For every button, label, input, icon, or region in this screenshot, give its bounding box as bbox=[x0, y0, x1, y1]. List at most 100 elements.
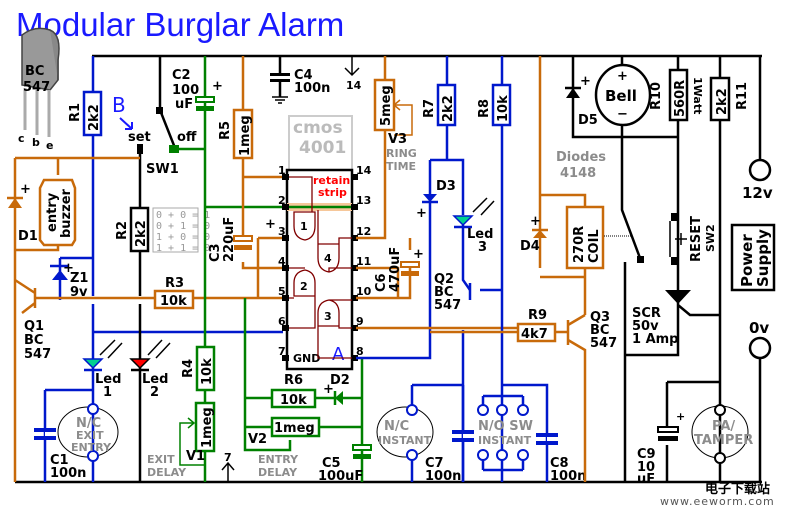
svg-text:1Watt: 1Watt bbox=[691, 77, 704, 114]
svg-text:+: + bbox=[413, 247, 424, 262]
svg-text:SW1: SW1 bbox=[146, 162, 179, 177]
svg-text:+: + bbox=[617, 69, 628, 84]
svg-text:R5: R5 bbox=[218, 121, 233, 140]
svg-text:R2: R2 bbox=[115, 221, 130, 240]
svg-text:C4: C4 bbox=[294, 68, 313, 83]
svg-text:set: set bbox=[128, 130, 151, 145]
svg-text:470uF: 470uF bbox=[388, 247, 403, 292]
svg-text:9: 9 bbox=[356, 315, 364, 328]
svg-text:R10: R10 bbox=[649, 82, 664, 110]
svg-text:12v: 12v bbox=[742, 184, 773, 202]
svg-text:1meg: 1meg bbox=[274, 421, 315, 436]
scr: SCR 50v 1 Amp bbox=[625, 265, 720, 357]
terminal-0v-icon bbox=[748, 336, 772, 360]
q2-led3-stage: 2k2 R7 10k R8 D3 + Led 3 Q2 BC 547 bbox=[416, 56, 512, 482]
v1-exit-delay-pot[interactable]: 1meg V1 EXIT DELAY bbox=[147, 401, 216, 479]
v3-ring-time-pot[interactable]: 5meg V3 RING TIME C6 470uF + bbox=[356, 56, 424, 300]
svg-text:Diodes: Diodes bbox=[556, 150, 606, 165]
svg-text:+: + bbox=[580, 74, 591, 89]
c2-ref: C2 bbox=[172, 68, 191, 83]
svg-text:3: 3 bbox=[324, 310, 332, 323]
entry-buzzer-circuit: entry buzzer + D1 bbox=[7, 156, 140, 482]
svg-text:270R: 270R bbox=[572, 226, 587, 263]
sw1-switch[interactable]: B set off SW1 bbox=[112, 56, 205, 482]
svg-text:PA/: PA/ bbox=[712, 419, 735, 434]
svg-text:+: + bbox=[20, 182, 31, 197]
svg-text:retain: retain bbox=[313, 174, 350, 187]
pin-e: e bbox=[46, 139, 53, 152]
c9-pa-tamper: + C9 10 uF PA/ TAMPER bbox=[637, 380, 753, 487]
pin7-arrow: 7 bbox=[221, 451, 235, 482]
svg-text:N/O SW: N/O SW bbox=[478, 419, 533, 434]
led-2: Led 2 bbox=[129, 339, 171, 400]
svg-text:100uF: 100uF bbox=[318, 469, 363, 484]
transistor-marking: 547 bbox=[23, 80, 50, 95]
pin-b: b bbox=[32, 136, 40, 149]
svg-text:13: 13 bbox=[356, 194, 371, 207]
svg-text:1 Amp: 1 Amp bbox=[632, 332, 678, 347]
svg-text:buzzer: buzzer bbox=[59, 188, 74, 238]
svg-text:+: + bbox=[212, 79, 223, 94]
svg-text:D4: D4 bbox=[520, 239, 540, 254]
transistor-marking: BC bbox=[25, 64, 44, 79]
watermark: 电子下载站 www.eeworm.com bbox=[660, 481, 774, 506]
nc-instant-switch: N/C INSTANT C7 100n bbox=[376, 383, 474, 484]
svg-text:Q3: Q3 bbox=[590, 310, 610, 325]
svg-text:电子下载站: 电子下载站 bbox=[705, 481, 770, 497]
svg-text:3: 3 bbox=[478, 240, 487, 255]
svg-text:Q2: Q2 bbox=[434, 272, 454, 287]
svg-text:1meg: 1meg bbox=[200, 407, 215, 448]
svg-text:4: 4 bbox=[324, 252, 332, 265]
c2: C2 100 uF + bbox=[172, 56, 283, 482]
svg-text:−: − bbox=[617, 107, 628, 122]
svg-text:DELAY: DELAY bbox=[258, 466, 298, 479]
svg-text:V2: V2 bbox=[248, 432, 267, 447]
cmos-4001-ic: cmos 4001 retain strip GND A 1 2 3 4 5 6… bbox=[278, 115, 372, 371]
svg-text:3: 3 bbox=[278, 225, 286, 238]
svg-text:220uF: 220uF bbox=[222, 217, 237, 262]
svg-text:off: off bbox=[177, 130, 197, 145]
svg-text:entry: entry bbox=[45, 192, 60, 232]
svg-text:DELAY: DELAY bbox=[147, 466, 187, 479]
svg-text:ENTRY: ENTRY bbox=[258, 453, 299, 466]
svg-text:R1: R1 bbox=[68, 103, 83, 122]
svg-text:100n: 100n bbox=[294, 81, 330, 96]
svg-text:R9: R9 bbox=[528, 308, 547, 323]
svg-text:R4: R4 bbox=[181, 359, 196, 378]
svg-text:4001: 4001 bbox=[299, 138, 346, 158]
svg-text:10: 10 bbox=[637, 460, 655, 475]
svg-text:2k2: 2k2 bbox=[715, 88, 730, 115]
svg-text:Led: Led bbox=[142, 372, 168, 387]
svg-text:0 + 0 = 1: 0 + 0 = 1 bbox=[156, 210, 210, 221]
svg-text:V3: V3 bbox=[388, 132, 407, 147]
r5-c3: 1meg R5 C3 220uF + bbox=[208, 56, 283, 298]
transistor-pinout-icon: BC 547 c b e bbox=[18, 27, 60, 152]
svg-text:10k: 10k bbox=[496, 95, 511, 122]
svg-text:1: 1 bbox=[300, 220, 308, 233]
r4: 10k R4 bbox=[181, 345, 216, 392]
svg-text:TAMPER: TAMPER bbox=[694, 433, 753, 448]
reset-switch-sw2[interactable]: RESET SW2 bbox=[669, 213, 717, 265]
svg-text:10: 10 bbox=[356, 285, 372, 298]
svg-text:EXIT: EXIT bbox=[76, 429, 104, 442]
svg-text:C9: C9 bbox=[637, 447, 656, 462]
svg-text:C5: C5 bbox=[322, 456, 341, 471]
svg-text:0v: 0v bbox=[749, 319, 769, 337]
svg-text:1: 1 bbox=[103, 385, 112, 400]
svg-text:R7: R7 bbox=[422, 99, 437, 118]
bell: + D5 + Bell − bbox=[565, 56, 678, 139]
svg-text:RING: RING bbox=[386, 147, 417, 160]
svg-text:14: 14 bbox=[356, 164, 372, 177]
svg-text:uF: uF bbox=[637, 472, 655, 487]
svg-text:2: 2 bbox=[150, 385, 159, 400]
svg-text:2k2: 2k2 bbox=[134, 220, 149, 247]
svg-text:50v: 50v bbox=[632, 319, 659, 334]
svg-text:+: + bbox=[323, 382, 334, 397]
r10: 560R R10 1Watt bbox=[649, 56, 704, 215]
q1-transistor: Q1 BC 547 bbox=[14, 278, 150, 362]
svg-text:BC: BC bbox=[24, 333, 43, 348]
svg-text:cmos: cmos bbox=[293, 118, 343, 138]
led-1: Led 1 bbox=[82, 339, 123, 400]
svg-text:560R: 560R bbox=[673, 80, 688, 117]
